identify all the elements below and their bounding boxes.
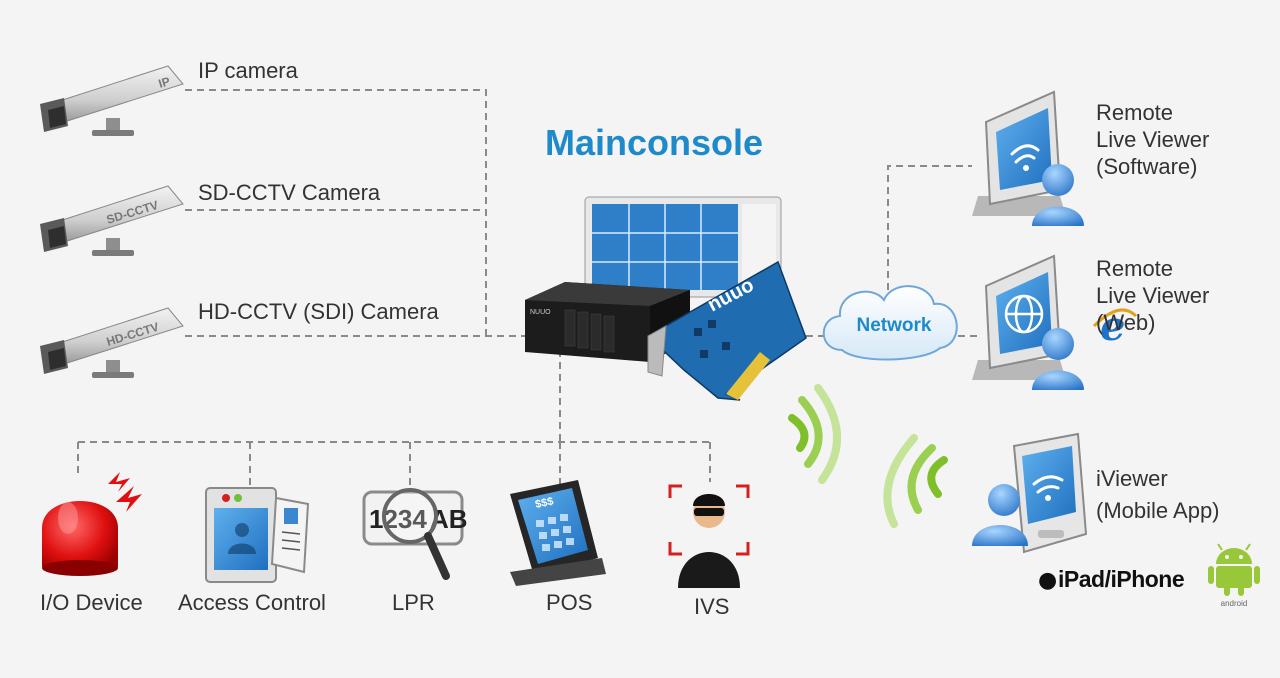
web-viewer-icon: e bbox=[972, 254, 1138, 390]
sd-camera-icon: SD-CCTV bbox=[40, 185, 184, 256]
server-brand: NUUO bbox=[530, 309, 551, 316]
android-wordmark: android bbox=[1221, 599, 1248, 608]
camera-badge: IP bbox=[157, 74, 172, 91]
sd-camera-label: SD-CCTV Camera bbox=[198, 180, 381, 205]
mobile-viewer-icon bbox=[972, 432, 1088, 554]
pos-screen-text: $$$ bbox=[534, 495, 554, 511]
apple-icon: ● bbox=[1038, 568, 1058, 593]
access-control-label: Access Control bbox=[178, 590, 326, 615]
wifi-signal-icon bbox=[788, 384, 948, 528]
ip-camera-icon: IP bbox=[40, 65, 184, 136]
mainconsole-icon: NUUO nuuo bbox=[525, 196, 807, 401]
camera-group: IP SD-CCTV HD-CCTV bbox=[40, 65, 184, 378]
mobile-viewer-label: iViewer (Mobile App) bbox=[1096, 466, 1220, 523]
access-control-icon bbox=[205, 487, 310, 583]
ip-camera-label: IP camera bbox=[198, 58, 298, 83]
mainconsole-title: Mainconsole bbox=[545, 122, 764, 163]
network-up-line bbox=[887, 165, 972, 290]
ivs-label: IVS bbox=[694, 594, 730, 619]
android-icon: android bbox=[1208, 543, 1260, 608]
web-viewer-label: Remote Live Viewer (Web) bbox=[1096, 256, 1210, 335]
hd-camera-label: HD-CCTV (SDI) Camera bbox=[198, 299, 439, 324]
ivs-icon bbox=[668, 484, 750, 588]
pos-icon: $$$ bbox=[510, 480, 606, 586]
browser-e-icon: e bbox=[1092, 303, 1138, 350]
io-device-label: I/O Device bbox=[40, 590, 143, 615]
network-label: Network bbox=[857, 315, 932, 336]
hd-camera-icon: HD-CCTV bbox=[40, 307, 184, 378]
plate-number-left: 1234 bbox=[369, 504, 427, 534]
network-cloud-icon: Network bbox=[822, 285, 958, 361]
software-viewer-label: Remote Live Viewer (Software) bbox=[1096, 100, 1210, 179]
pos-label: POS bbox=[546, 590, 593, 615]
lpr-icon: 1234 AB bbox=[362, 488, 468, 580]
connection-lines bbox=[77, 89, 980, 490]
lpr-label: LPR bbox=[392, 590, 435, 615]
ip-camera-line bbox=[185, 89, 487, 336]
monitor-icon bbox=[584, 196, 782, 298]
software-viewer-icon bbox=[972, 90, 1084, 226]
io-device-icon bbox=[42, 472, 142, 576]
ipad-iphone-label: iPad/iPhone bbox=[1058, 566, 1185, 592]
